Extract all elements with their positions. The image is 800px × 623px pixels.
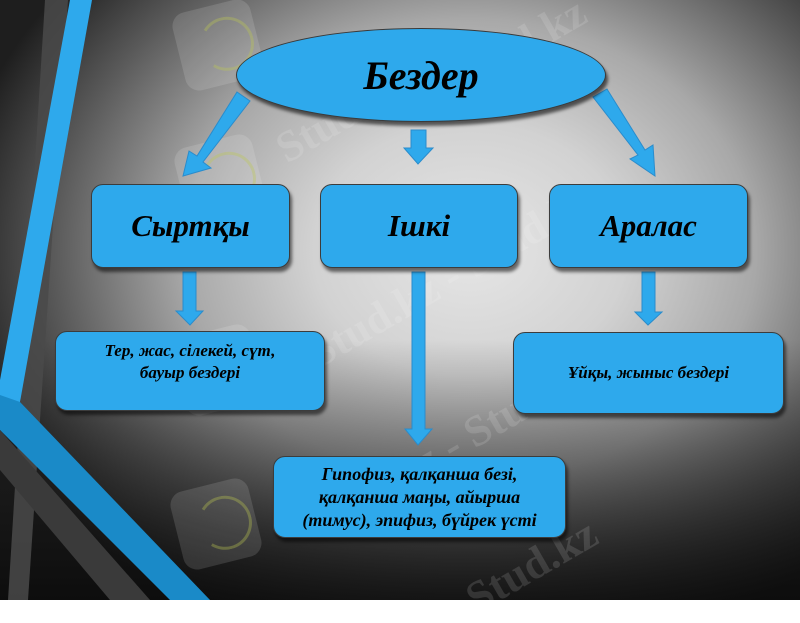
details-line: Гипофиз, қалқанша безі,: [321, 463, 518, 484]
arrow-root-to-mixed: [592, 88, 656, 177]
root-node: Бездер: [236, 28, 606, 122]
details-line: Тер, жас, сілекей, сүт,: [104, 341, 276, 360]
category-external: Сыртқы: [91, 184, 290, 268]
details-external: Тер, жас, сілекей, сүт, бауыр бездері: [55, 331, 325, 411]
decorative-stripes: [0, 0, 210, 600]
connector-arrows: [174, 88, 664, 446]
details-line: қалқанша маңы, айырша: [318, 486, 521, 507]
arrow-root-to-external: [182, 91, 251, 177]
arrow-internal-to-details: [403, 271, 434, 446]
category-label: Сыртқы: [131, 208, 250, 243]
root-label: Бездер: [363, 52, 479, 98]
arrow-mixed-to-details: [633, 271, 664, 326]
details-line: бауыр бездері: [139, 363, 241, 382]
details-internal: Гипофиз, қалқанша безі, қалқанша маңы, а…: [273, 456, 566, 538]
category-mixed: Аралас: [549, 184, 748, 268]
details-line: (тимус), эпифиз, бүйрек үсті: [302, 509, 537, 530]
details-mixed: Ұйқы, жыныс бездері: [513, 332, 784, 414]
arrow-root-to-internal: [402, 129, 435, 165]
category-label: Ішкі: [387, 208, 451, 243]
category-label: Аралас: [600, 208, 697, 243]
details-line: Ұйқы, жыныс бездері: [567, 363, 730, 382]
arrow-external-to-details: [174, 271, 205, 326]
category-internal: Ішкі: [320, 184, 518, 268]
